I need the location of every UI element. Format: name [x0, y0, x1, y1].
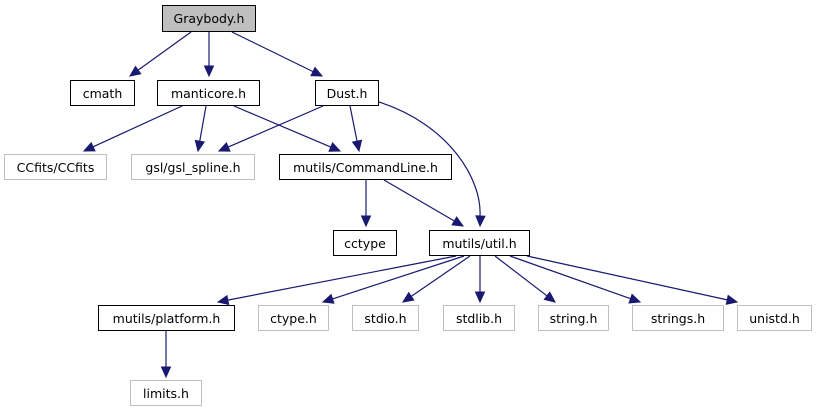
- edge-manticore-to-commandline: [233, 105, 332, 148]
- arrowhead-graybody-to-cmath: [129, 65, 142, 77]
- node-mutils-platform-h[interactable]: mutils/platform.h: [98, 305, 235, 331]
- arrowhead-platform-to-limits: [160, 366, 172, 379]
- edge-manticore-to-gsl_spline: [199, 105, 207, 142]
- edge-commandline-to-util: [383, 179, 455, 222]
- arrowhead-dust-to-util: [475, 215, 486, 228]
- edge-dust-to-gsl_spline: [227, 105, 324, 148]
- arrowhead-util-to-unistd: [725, 294, 739, 305]
- arrowhead-commandline-to-cctype: [360, 215, 372, 228]
- node-unistd-h: unistd.h: [737, 305, 812, 331]
- node-string-h: string.h: [538, 305, 609, 331]
- arrowhead-manticore-to-commandline: [328, 142, 342, 152]
- edge-util-to-ctype: [332, 255, 465, 300]
- arrowhead-util-to-stdlib: [474, 291, 486, 304]
- arrowhead-dust-to-gsl_spline: [217, 141, 231, 152]
- node-ccfits: CCfits/CCfits: [4, 154, 107, 180]
- arrowhead-util-to-platform: [216, 294, 230, 306]
- edge-manticore-to-ccfits: [92, 105, 183, 148]
- edge-graybody-to-dust: [231, 31, 314, 73]
- edge-dust-to-commandline: [349, 105, 358, 142]
- arrowhead-util-to-stdio: [401, 291, 415, 303]
- edge-util-to-stdio: [410, 255, 471, 297]
- node-ctype-h: ctype.h: [258, 305, 329, 331]
- edge-graybody-to-cmath: [137, 31, 192, 71]
- node-limits-h: limits.h: [130, 380, 202, 406]
- arrowhead-util-to-strings: [628, 293, 642, 304]
- arrowhead-commandline-to-util: [451, 216, 465, 227]
- edge-util-to-platform: [227, 255, 457, 301]
- edge-util-to-unistd: [526, 255, 728, 301]
- arrowhead-util-to-string: [543, 291, 556, 303]
- node-cmath[interactable]: cmath: [70, 80, 135, 106]
- node-mutils-util-h[interactable]: mutils/util.h: [429, 230, 530, 256]
- arrowhead-graybody-to-manticore: [203, 65, 215, 78]
- node-stdio-h: stdio.h: [352, 305, 419, 331]
- edge-util-to-strings: [509, 255, 631, 300]
- arrowhead-graybody-to-dust: [310, 66, 324, 77]
- node-stdlib-h: stdlib.h: [443, 305, 515, 331]
- edge-util-to-string: [494, 255, 548, 297]
- node-dust-h[interactable]: Dust.h: [315, 80, 379, 106]
- node-gsl-spline-h: gsl/gsl_spline.h: [131, 154, 255, 180]
- arrowhead-dust-to-commandline: [351, 139, 363, 153]
- node-manticore-h[interactable]: manticore.h: [157, 80, 260, 106]
- node-cctype[interactable]: cctype: [333, 230, 397, 256]
- edge-dust-to-util: [378, 101, 481, 217]
- node-graybody-h: Graybody.h: [162, 5, 256, 32]
- node-mutils-commandline-h[interactable]: mutils/CommandLine.h: [279, 154, 452, 180]
- arrowhead-manticore-to-gsl_spline: [194, 139, 206, 153]
- arrowhead-util-to-ctype: [321, 293, 335, 304]
- node-strings-h: strings.h: [632, 305, 724, 331]
- arrowhead-manticore-to-ccfits: [82, 141, 96, 152]
